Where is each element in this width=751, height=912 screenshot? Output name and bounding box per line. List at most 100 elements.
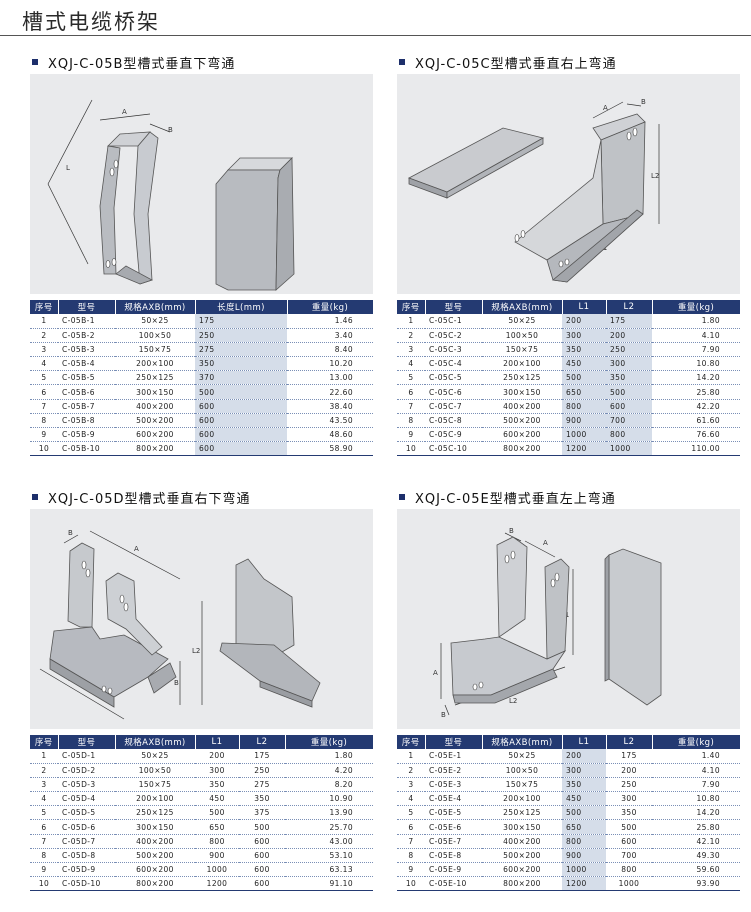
- table-cell: 9: [397, 427, 425, 443]
- table-cell: 10: [30, 876, 58, 892]
- column-header: 型号: [425, 300, 483, 314]
- table-cell: 600×200: [115, 862, 195, 878]
- table-cell: 300: [562, 763, 606, 778]
- column-header: L1: [562, 735, 607, 749]
- table-cell: 275: [239, 777, 285, 793]
- table-cell: 500×200: [482, 848, 562, 864]
- table-cell: 150×75: [115, 342, 195, 358]
- table-cell: C-05B-6: [58, 384, 115, 400]
- table-cell: 400×200: [115, 834, 195, 849]
- section-heading: XQJ-C-05E型槽式垂直左上弯通: [415, 491, 616, 507]
- table-cell: 900: [195, 848, 239, 864]
- column-header: 序号: [30, 300, 59, 314]
- dimension-label-b: B: [168, 126, 173, 134]
- table-cell: C-05B-2: [58, 328, 115, 343]
- table-cell: 600: [239, 862, 285, 878]
- table-cell: 600: [195, 413, 287, 429]
- table-cell: 13.90: [285, 805, 373, 821]
- table-cell: 10.20: [287, 356, 373, 372]
- table-cell: 350: [562, 777, 606, 793]
- table-cell: 7: [30, 399, 58, 414]
- column-header: L1: [562, 300, 607, 314]
- square-bullet-icon: [32, 59, 38, 65]
- table-cell: 800×200: [482, 876, 562, 892]
- table-cell: 1: [397, 749, 425, 764]
- table-cell: 250×125: [482, 805, 562, 821]
- column-header: 型号: [58, 735, 116, 749]
- table-cell: 9: [30, 427, 58, 443]
- table-cell: 500×200: [482, 413, 562, 429]
- table-cell: 1000: [195, 862, 239, 878]
- column-header: 重量(kg): [287, 300, 374, 314]
- table-cell: 110.00: [652, 441, 740, 457]
- table-cell: 200: [606, 328, 652, 343]
- table-cell: 700: [606, 848, 652, 864]
- table-cell: 1200: [562, 876, 606, 892]
- column-header: L1: [195, 735, 240, 749]
- table-cell: 200×100: [115, 356, 195, 372]
- table-cell: C-05D-4: [58, 791, 115, 807]
- section-05e: XQJ-C-05E型槽式垂直左上弯通 B A L1 A B L2: [397, 487, 741, 892]
- square-bullet-icon: [399, 494, 405, 500]
- dimension-label-b2: B: [174, 679, 179, 687]
- dimension-label-a: A: [543, 539, 548, 547]
- dimension-label-b: B: [641, 98, 646, 106]
- table-cell: 2: [397, 763, 425, 778]
- product-drawing: B A L2 B L1: [30, 509, 373, 729]
- table-cell: 2: [30, 763, 58, 778]
- table-cell: 800×200: [115, 441, 195, 457]
- table-cell: 600: [195, 399, 287, 414]
- table-cell: 650: [562, 819, 606, 835]
- table-cell: C-05D-10: [58, 876, 115, 892]
- table-cell: 6: [397, 384, 425, 400]
- section-05c: XQJ-C-05C型槽式垂直右上弯通 A B L2 L1: [397, 52, 741, 457]
- table-cell: 10: [30, 441, 58, 457]
- table-cell: 9: [397, 862, 425, 878]
- dimension-label-l: L: [66, 164, 70, 172]
- table-cell: 63.13: [285, 862, 373, 878]
- table-cell: 2: [30, 328, 58, 343]
- table-cell: 50×25: [482, 314, 562, 329]
- table-cell: C-05C-4: [425, 356, 482, 372]
- table-cell: 7.90: [652, 342, 740, 358]
- column-header: 序号: [397, 300, 426, 314]
- table-cell: 300: [606, 791, 652, 807]
- table-cell: 42.10: [652, 834, 740, 849]
- table-cell: 350: [195, 356, 287, 372]
- table-cell: 48.60: [287, 427, 373, 443]
- column-header: 长度L(mm): [195, 300, 288, 314]
- column-header: 规格AXB(mm): [115, 735, 196, 749]
- table-cell: 100×50: [115, 328, 195, 343]
- table-cell: 6: [30, 819, 58, 835]
- table-cell: 5: [30, 805, 58, 821]
- table-cell: 200: [195, 749, 239, 764]
- table-cell: 8.40: [287, 342, 373, 358]
- table-cell: C-05D-2: [58, 763, 115, 778]
- table-cell: 1.46: [287, 314, 373, 329]
- table-cell: 1: [30, 314, 58, 329]
- table-cell: 14.20: [652, 370, 740, 386]
- table-cell: 800: [195, 834, 239, 849]
- table-cell: 49.30: [652, 848, 740, 864]
- table-cell: C-05C-1: [425, 314, 482, 329]
- table-cell: C-05C-5: [425, 370, 482, 386]
- table-cell: C-05C-2: [425, 328, 482, 343]
- table-cell: 4.10: [652, 328, 740, 343]
- table-cell: 7: [30, 834, 58, 849]
